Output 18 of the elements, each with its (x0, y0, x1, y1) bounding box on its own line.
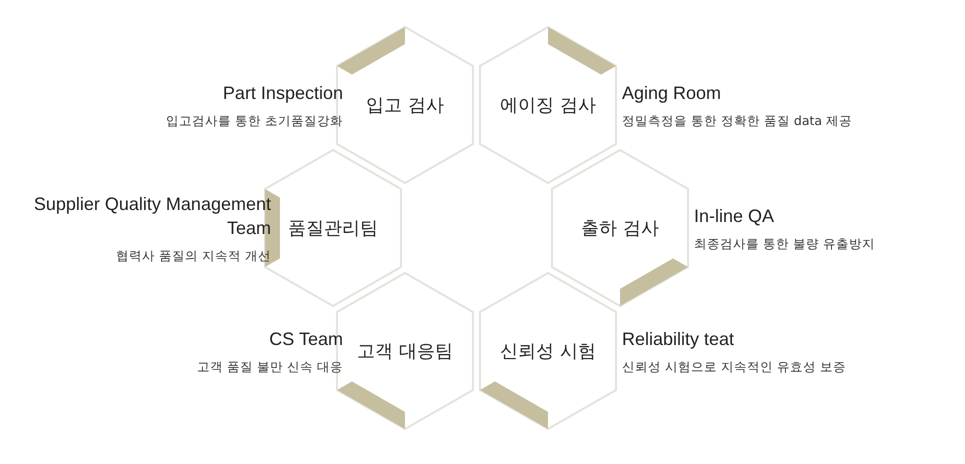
english-title: Part Inspection (222, 82, 343, 105)
description-text: 입고검사를 통한 초기품질강화 (165, 113, 343, 130)
description-text: 최종검사를 통한 불량 유출방지 (694, 236, 876, 253)
description-text: 정밀측정을 통한 정확한 품질 data 제공 (622, 113, 854, 130)
hexagon-title: 에이징 검사 (500, 94, 596, 117)
description-text: 신뢰성 시험으로 지속적인 유효성 보증 (622, 359, 847, 376)
english-title: CS Team (268, 328, 343, 351)
hexagon-title: 고객 대응팀 (357, 340, 453, 363)
english-title: Aging Room (622, 82, 722, 105)
hexagon-title: 출하 검사 (581, 217, 659, 240)
description-text: 고객 품질 불만 신속 대응 (196, 359, 343, 376)
hexagon-title: 입고 검사 (366, 94, 444, 117)
english-title: Supplier Quality Management Team (32, 193, 271, 240)
english-title: In-line QA (694, 205, 776, 228)
hexagon-title: 품질관리팀 (288, 217, 378, 240)
description-text: 협력사 품질의 지속적 개선 (115, 248, 271, 265)
english-title: Reliability teat (622, 328, 736, 351)
hexagon-title: 신뢰성 시험 (500, 340, 596, 363)
